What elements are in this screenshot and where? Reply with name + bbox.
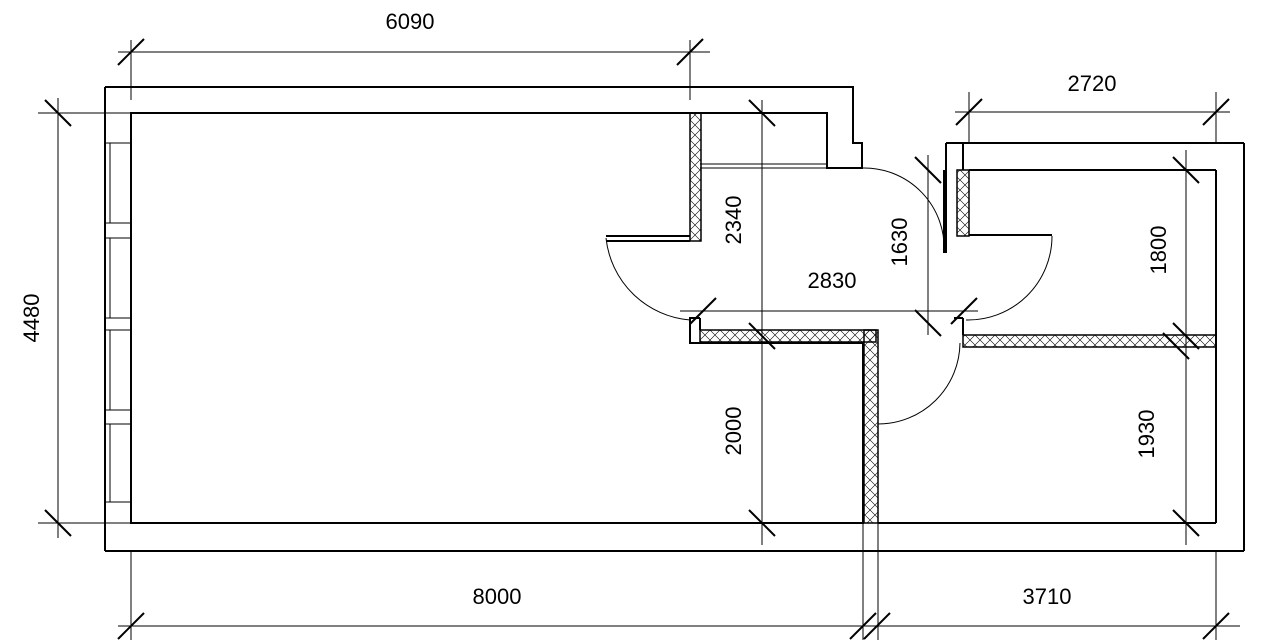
dim-door: 1630 [887, 218, 912, 267]
dim-right-upper: 1800 [1146, 226, 1171, 275]
dim-lower-wall: 2000 [721, 407, 746, 456]
door-swing-bottom [877, 342, 961, 425]
partitions [606, 112, 1217, 524]
outer-wall-outline [105, 86, 864, 524]
windows [104, 142, 132, 503]
partition-lower [863, 329, 879, 524]
dim-left: 4480 [19, 294, 44, 343]
window-1 [104, 142, 132, 224]
dim-right-lower: 1930 [1134, 410, 1159, 459]
partition-right-middle [962, 334, 1217, 348]
dimension-lines [38, 38, 1240, 640]
door-swing-top [861, 167, 945, 254]
door-swings [605, 167, 1053, 425]
window-3 [104, 329, 132, 411]
dim-corridor: 2830 [808, 268, 857, 293]
partition-right-upper [956, 169, 970, 237]
dim-top-right: 2720 [1068, 71, 1117, 96]
partition-middle [699, 329, 877, 343]
door-swing-right [965, 235, 1053, 321]
dim-top-left: 6090 [386, 9, 435, 34]
window-2 [104, 237, 132, 319]
dim-upper-wall: 2340 [721, 196, 746, 245]
dim-bottom-right: 3710 [1023, 584, 1072, 609]
dimension-labels: 6090 2720 4480 2340 1630 2830 1800 2000 … [19, 9, 1171, 609]
outer-walls [104, 86, 1245, 552]
door-swing-left [605, 237, 691, 321]
window-4 [104, 423, 132, 503]
partition-upper [689, 112, 702, 242]
dim-bottom-left: 8000 [473, 584, 522, 609]
